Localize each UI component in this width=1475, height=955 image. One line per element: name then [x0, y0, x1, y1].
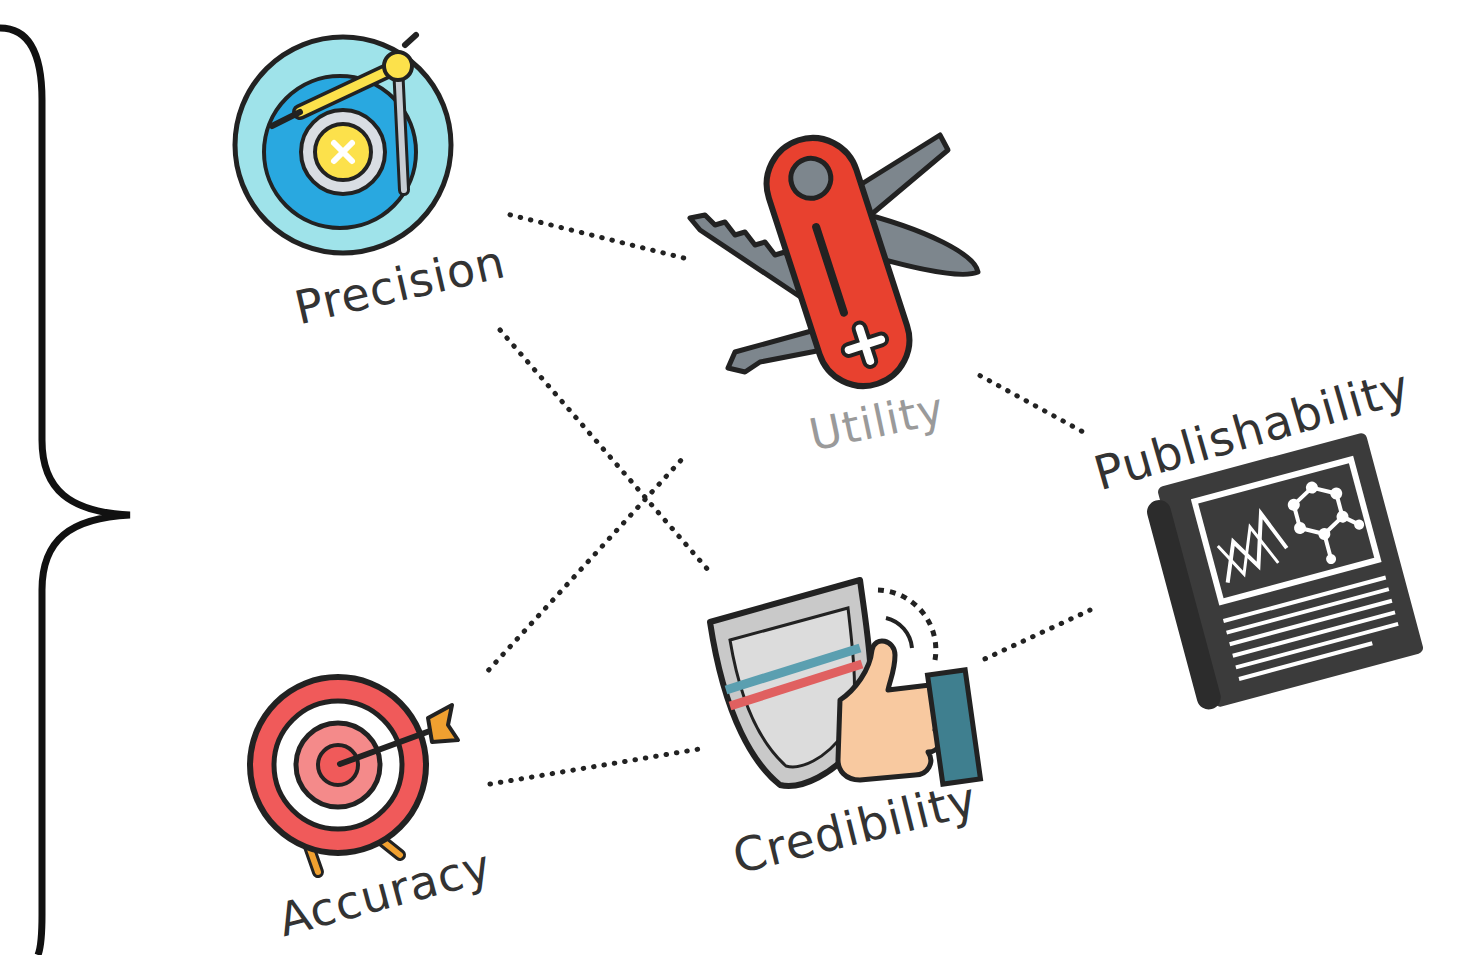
figure-molecule	[1291, 478, 1366, 564]
knife-cross	[843, 323, 886, 366]
figure-helix	[1213, 510, 1292, 583]
knife-rivet	[786, 153, 836, 203]
journal-figure	[1191, 456, 1382, 606]
compass-leg	[398, 66, 404, 190]
hand-cuff	[928, 670, 981, 784]
utility-icon	[690, 126, 978, 398]
compass-leg	[300, 66, 398, 112]
dotted-connector	[489, 456, 685, 670]
icon-center	[315, 124, 371, 180]
dotted-connector	[510, 215, 685, 259]
journal-text-lines	[1223, 578, 1401, 679]
concept-label: Credibility	[728, 773, 982, 883]
compass-leg	[300, 66, 398, 112]
knife-opener	[728, 330, 822, 372]
concept-label: Precision	[290, 236, 510, 333]
figure-helix	[1215, 522, 1279, 578]
figure-atoms	[1283, 471, 1372, 571]
icon-ring	[301, 110, 385, 194]
concept-label: Utility	[805, 384, 949, 460]
journal-figure	[1198, 463, 1374, 598]
icon-cross	[334, 143, 352, 161]
dotted-connector	[980, 376, 1090, 436]
precision-icon	[235, 35, 451, 253]
thumbs-up-hand	[838, 641, 946, 780]
concept-node: Credibility	[700, 570, 985, 880]
concept-node: Utility	[685, 130, 980, 460]
arrow-fletching	[428, 705, 458, 742]
compass-tip	[272, 112, 300, 126]
concept-label: Publishability	[1088, 360, 1415, 499]
concept-node: Publishability	[1090, 370, 1435, 690]
knife-cross	[843, 323, 886, 366]
credibility-icon	[710, 580, 980, 786]
curly-brace	[0, 28, 130, 955]
compass-leg	[398, 66, 404, 190]
compass-hinge	[384, 52, 412, 80]
dotted-connector	[985, 610, 1090, 659]
knife-body	[755, 126, 922, 398]
icon-disc	[235, 37, 451, 253]
concept-node: Precision	[230, 30, 510, 330]
arrow-shaft	[340, 728, 438, 764]
concept-label: Accuracy	[273, 840, 497, 945]
accuracy-icon	[250, 677, 458, 872]
dotted-connector	[490, 749, 700, 784]
knife-groove	[816, 227, 844, 313]
compass-handle	[405, 35, 416, 45]
dotted-connector	[500, 330, 708, 570]
concept-node: Accuracy	[240, 670, 490, 940]
